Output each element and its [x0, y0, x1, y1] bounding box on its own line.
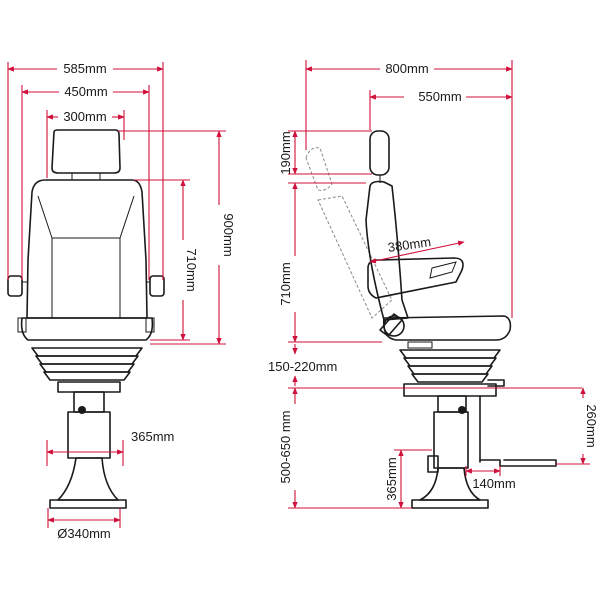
front-view [7, 129, 165, 509]
front-armrest-left [7, 275, 23, 297]
front-dimensions: 585mm 450mm 300mm 900mm 710mm 365mm [7, 61, 236, 541]
side-suspension-cap [407, 341, 433, 349]
dim-140-label: 140mm [472, 476, 515, 491]
side-footrest [479, 459, 557, 467]
side-base-plate [411, 499, 489, 509]
front-armrest-right [149, 275, 165, 297]
dim-710-label: 710mm [184, 248, 199, 291]
side-dimensions: 800mm 550mm 190mm 710mm 380mm 150-220mm … [268, 60, 599, 509]
side-suspension-bellows [399, 341, 501, 383]
dim-260-label: 260mm [584, 404, 599, 447]
dim-300-label: 300mm [63, 109, 106, 124]
dim-150-label: 150-220mm [268, 359, 337, 374]
front-seat-cushion [20, 317, 154, 341]
dim-450-label: 450mm [64, 84, 107, 99]
front-column-body [67, 411, 111, 459]
dim-190-label: 190mm [278, 131, 293, 174]
side-recline-ghost-headrest [305, 147, 333, 191]
side-seat-cushion [382, 315, 512, 341]
front-base [57, 457, 119, 501]
dim-365h-label: 365mm [384, 457, 399, 500]
dim-340-label: Ø340mm [57, 526, 110, 541]
front-side-knob-right [145, 317, 155, 333]
side-column-body [433, 411, 469, 469]
front-swivel-plate [57, 381, 121, 393]
front-backrest [26, 179, 148, 319]
dim-800-label: 800mm [385, 61, 428, 76]
dim-585-label: 585mm [63, 61, 106, 76]
dim-900-label: 900mm [221, 213, 236, 256]
side-height-lever [427, 455, 439, 473]
front-suspension-bellows [31, 347, 143, 381]
side-recline-lever [379, 313, 403, 337]
side-recline-ghost-backrest [317, 195, 393, 319]
front-base-plate [49, 499, 127, 509]
dim-550-label: 550mm [418, 89, 461, 104]
dim-380-label: 380mm [387, 234, 432, 255]
side-headrest [369, 130, 390, 176]
dim-710s-label: 710mm [278, 262, 293, 305]
side-swivel-plate [403, 383, 497, 397]
dim-pedestal-label: 500-650 mm [278, 411, 293, 484]
dim-380-line [369, 240, 465, 264]
dim-365w-label: 365mm [131, 429, 174, 444]
side-armrest-handle [429, 261, 457, 279]
side-view [305, 130, 557, 509]
front-side-knob-left [17, 317, 27, 333]
front-backrest-panel [37, 195, 135, 318]
front-headrest [51, 129, 121, 174]
